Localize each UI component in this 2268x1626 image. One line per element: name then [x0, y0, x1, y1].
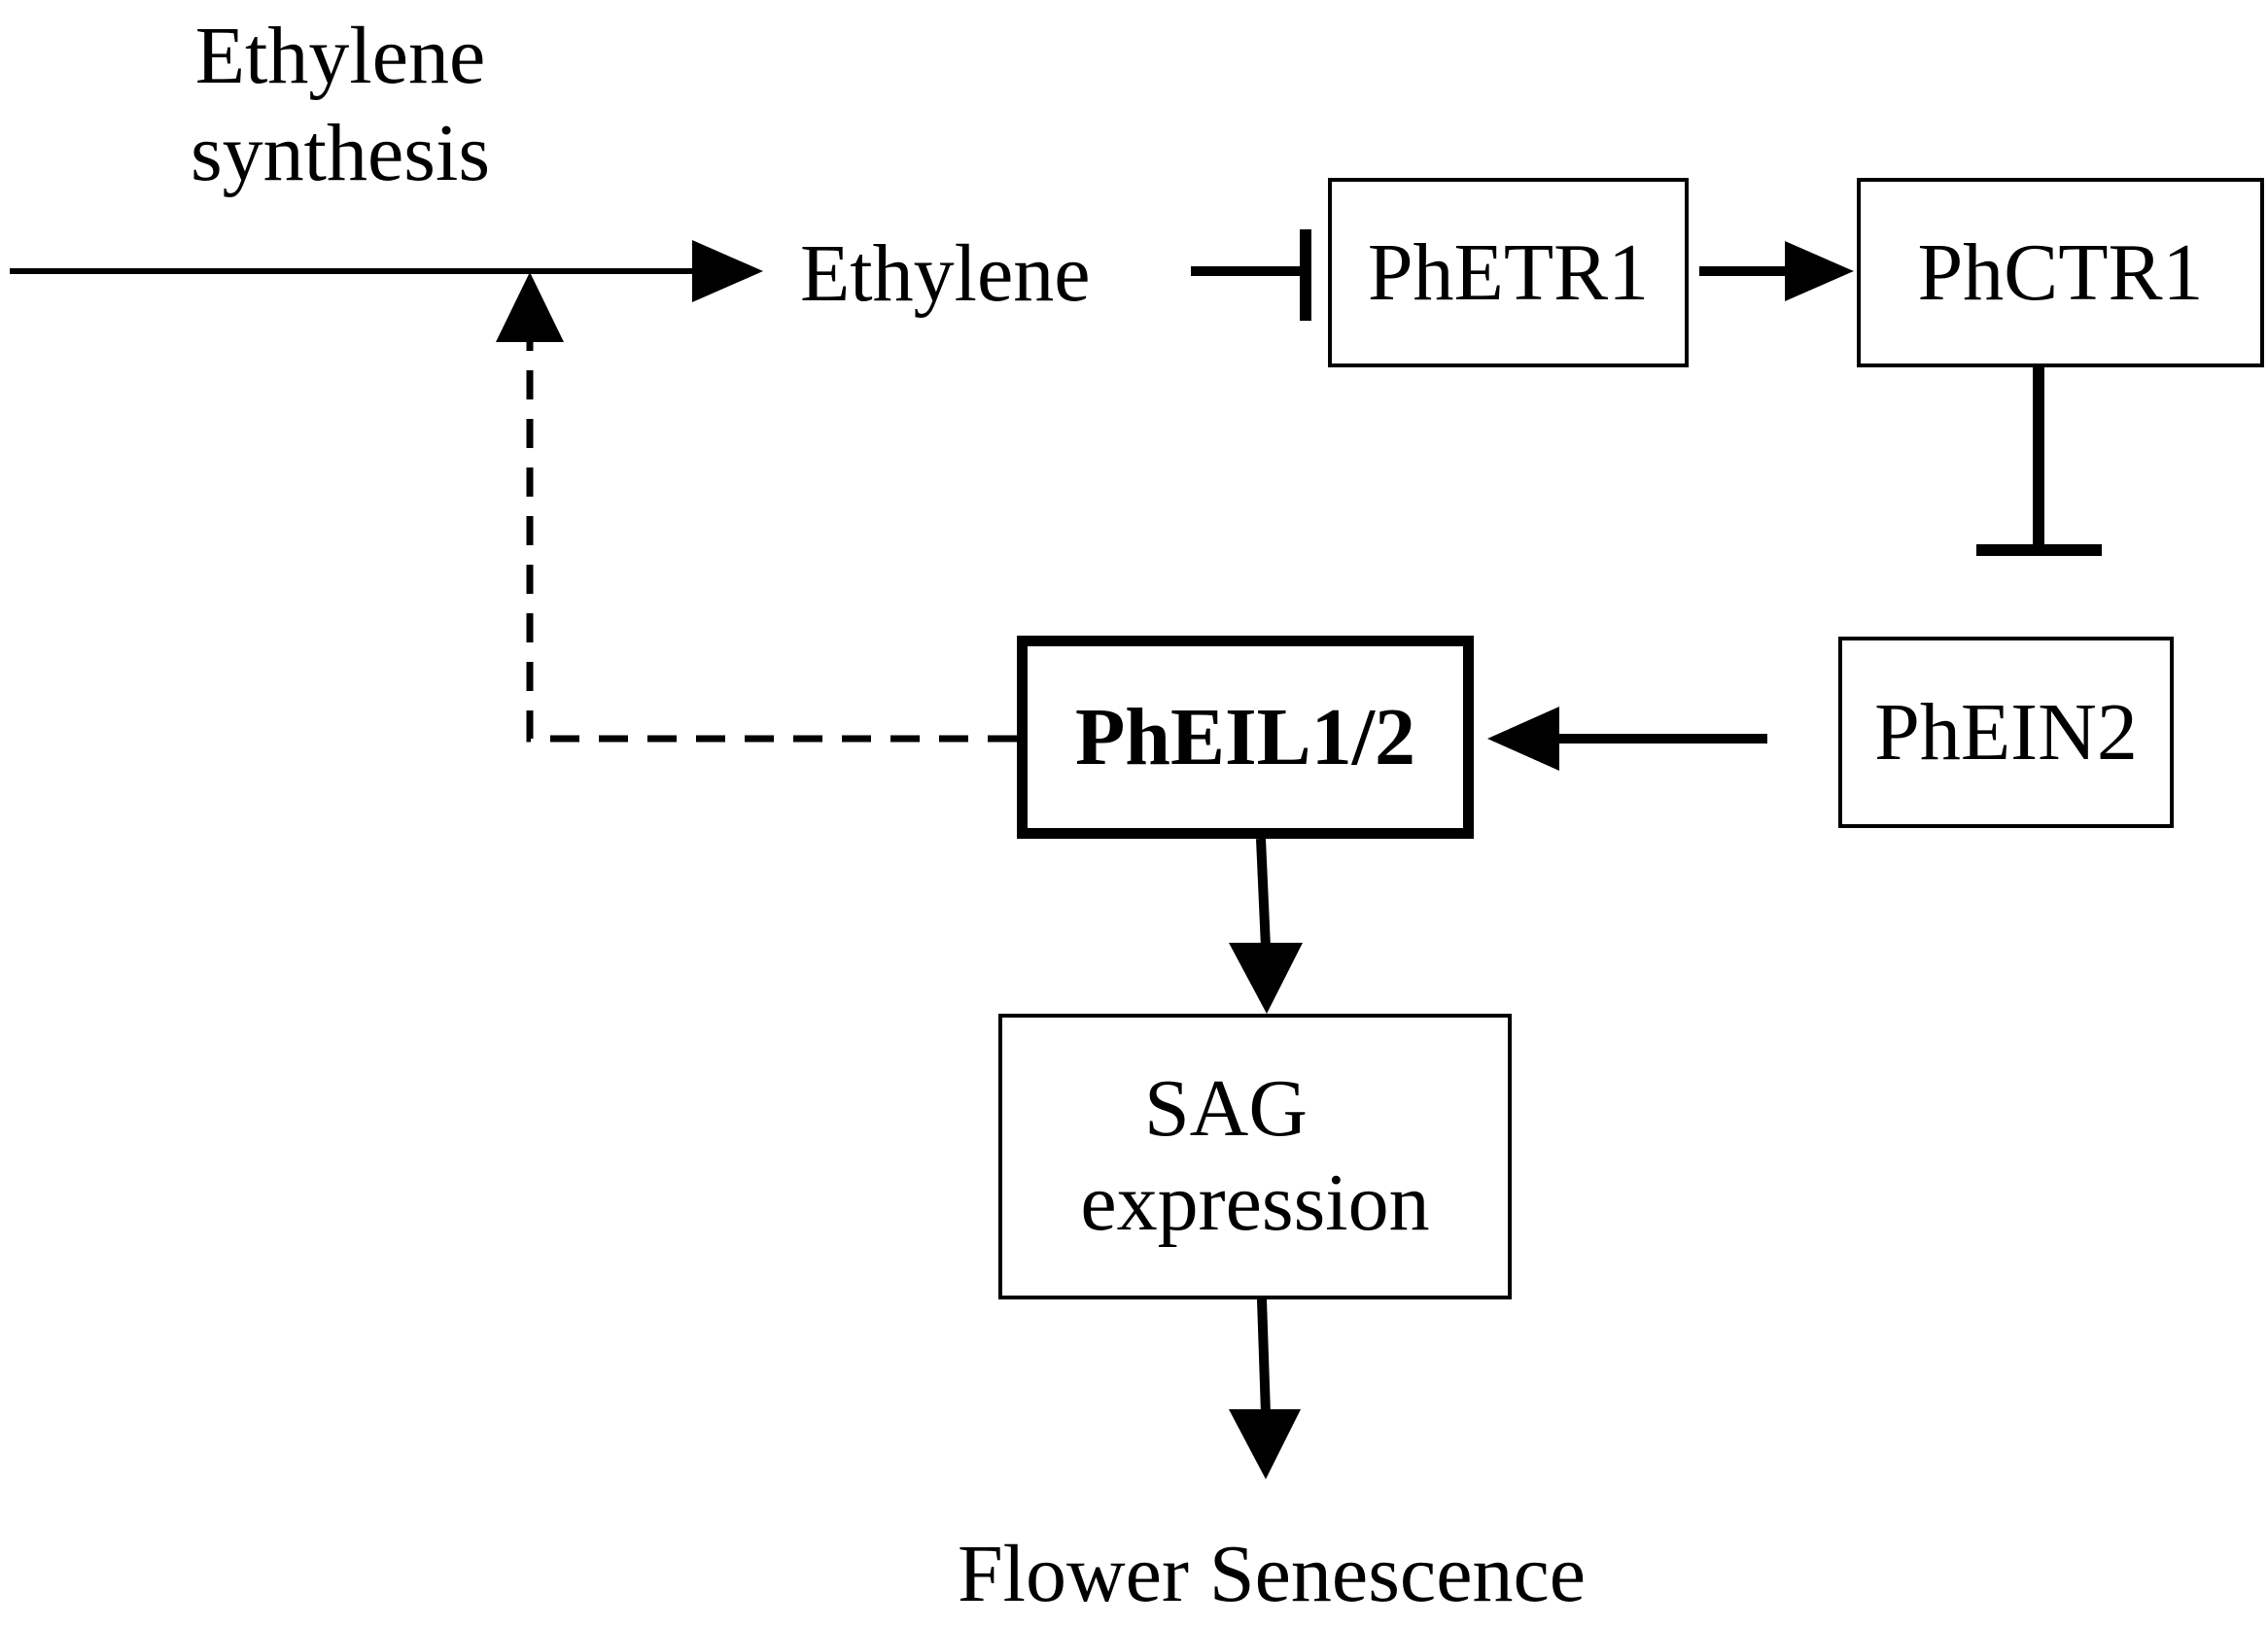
phctr1-box: PhCTR1: [1857, 178, 2264, 367]
phein2-label: PhEIN2: [1874, 686, 2138, 778]
flower-senescence-label: Flower Senescence: [957, 1529, 1587, 1619]
eil-sag-line: [1256, 838, 1271, 949]
phetr1-label: PhETR1: [1367, 226, 1650, 318]
pheil12-label: PhEIL1/2: [1074, 691, 1416, 782]
sag-label-line1: SAG: [1143, 1063, 1308, 1155]
eil-sag-arrowhead: [1229, 943, 1303, 1014]
ethylene-synthesis-line1: Ethylene: [194, 11, 486, 101]
sag-senescence-arrowhead: [1229, 1409, 1301, 1479]
feedback-dashed-line: [526, 335, 1017, 743]
synthesis-arrowhead: [692, 240, 763, 302]
pheil12-box: PhEIL1/2: [1017, 636, 1474, 839]
etr1-ctr1-arrowhead: [1785, 241, 1854, 301]
phetr1-box: PhETR1: [1328, 178, 1689, 367]
phein2-box: PhEIN2: [1838, 637, 2174, 828]
ethylene-synthesis-line2: synthesis: [190, 108, 491, 198]
feedback-arrowhead: [496, 272, 564, 342]
sag-label-line2: expression: [1080, 1158, 1430, 1248]
sag-expression-box: SAG expression: [998, 1014, 1512, 1299]
sag-senescence-line: [1257, 1298, 1271, 1415]
ein2-eil-arrowhead: [1487, 707, 1559, 771]
phctr1-label: PhCTR1: [1917, 226, 2204, 318]
ethylene-synthesis-label: Ethylene synthesis: [191, 16, 490, 194]
ethylene-label: Ethylene: [800, 228, 1091, 319]
